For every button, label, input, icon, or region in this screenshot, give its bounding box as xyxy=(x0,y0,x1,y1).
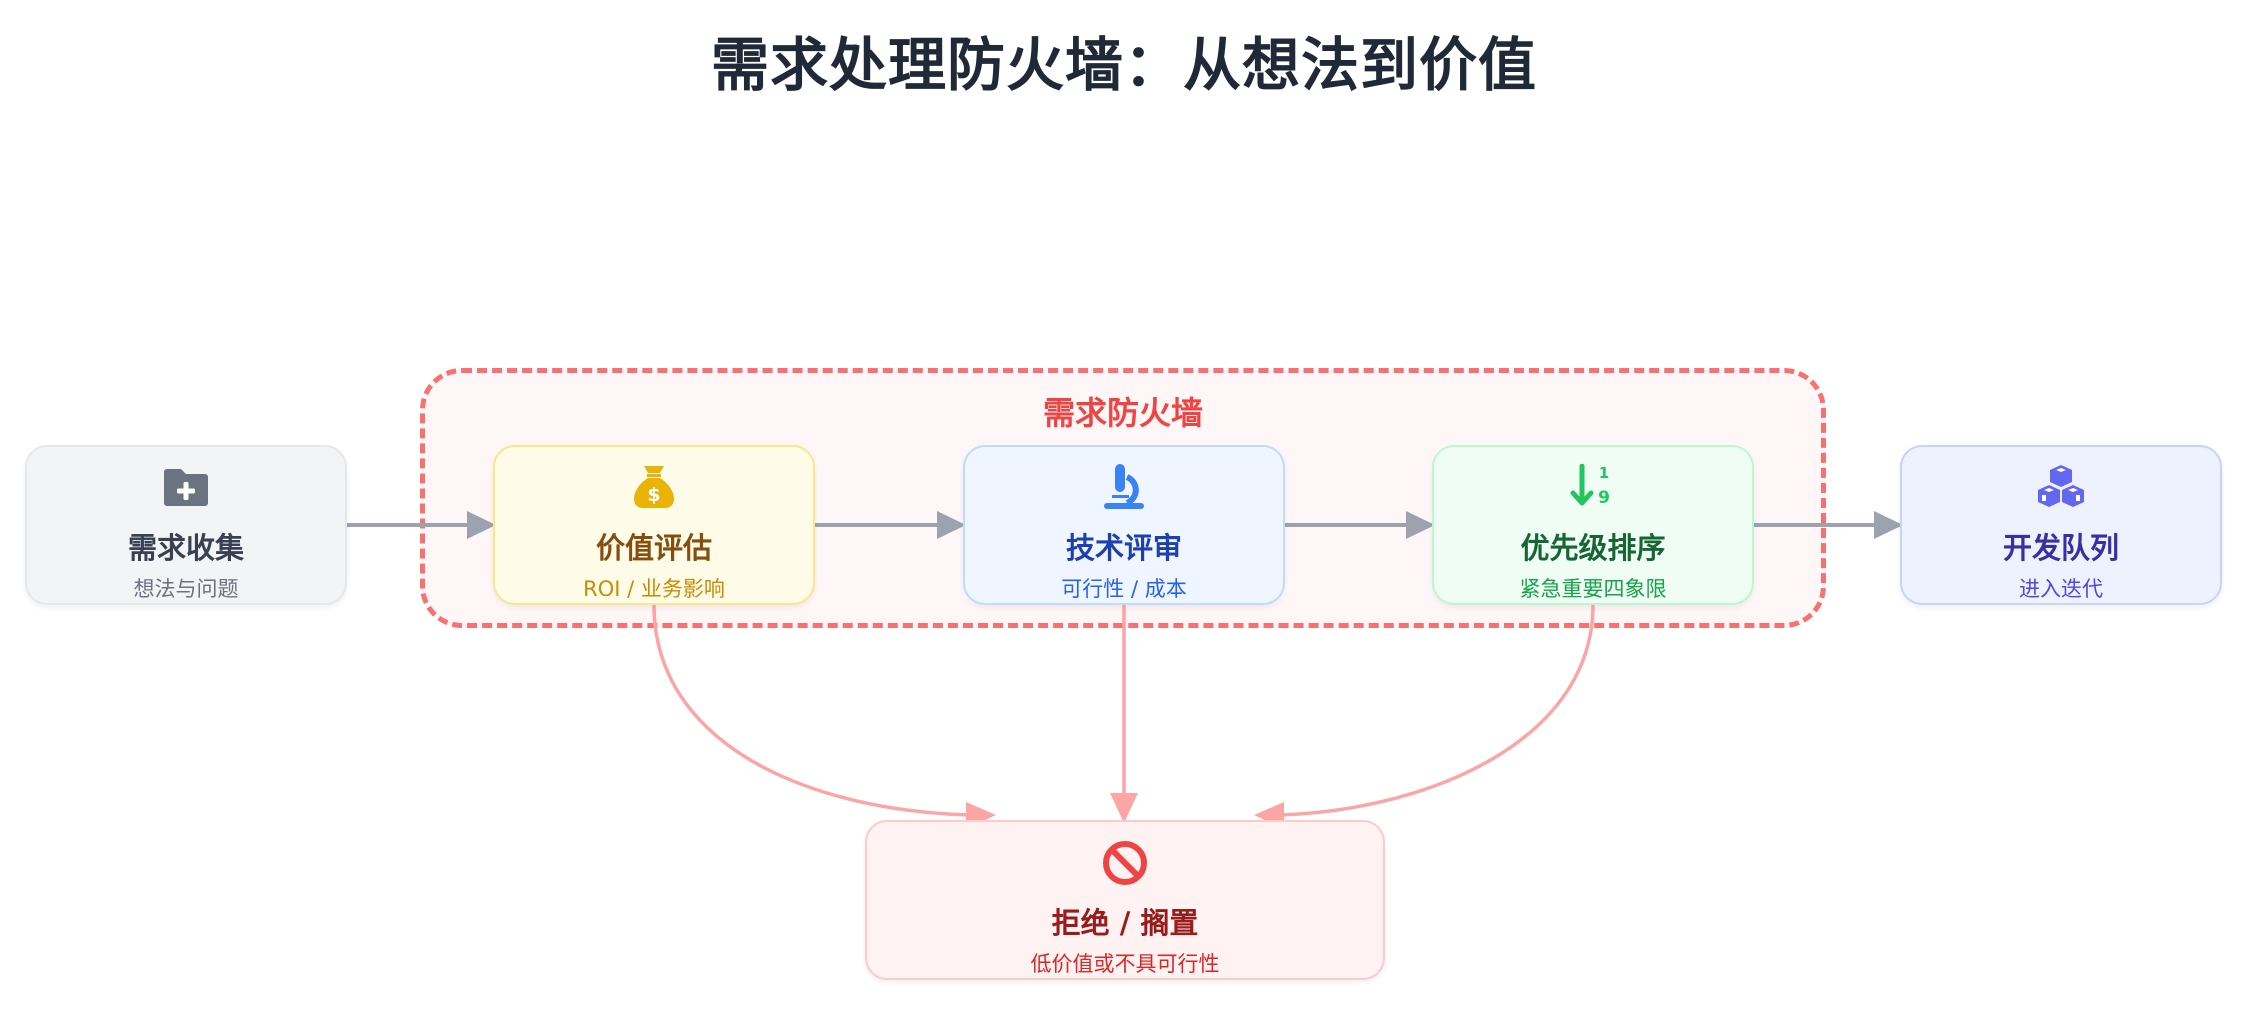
edge-value-reject xyxy=(652,604,971,817)
node-collect-name: 需求收集 xyxy=(127,531,244,565)
edge-tech-priority-arrowhead xyxy=(1406,511,1435,539)
node-value[interactable]: $ 价值评估 ROI / 业务影响 xyxy=(493,445,815,605)
node-collect[interactable]: 需求收集 想法与问题 xyxy=(25,445,347,605)
edge-collect-value-arrowhead xyxy=(467,511,496,539)
edge-priority-reject xyxy=(1279,604,1595,817)
node-dev-subtitle: 进入迭代 xyxy=(2019,577,2103,601)
microscope-icon xyxy=(1096,461,1152,513)
diagram-title: 需求处理防火墙：从想法到价值 xyxy=(710,31,1537,99)
edge-tech-reject-arrowhead xyxy=(1110,793,1138,823)
ban-icon xyxy=(1097,836,1153,890)
node-priority[interactable]: 1 9 优先级排序 紧急重要四象限 xyxy=(1432,445,1754,605)
firewall-label: 需求防火墙 xyxy=(1042,394,1203,432)
node-priority-name: 优先级排序 xyxy=(1520,531,1666,565)
sort-numeric-down-icon: 1 9 xyxy=(1565,461,1621,513)
node-tech-subtitle: 可行性 / 成本 xyxy=(1061,577,1187,601)
node-value-name: 价值评估 xyxy=(595,531,712,565)
folder-plus-icon xyxy=(158,461,214,513)
svg-text:$: $ xyxy=(647,484,660,506)
node-reject-subtitle: 低价值或不具可行性 xyxy=(1030,952,1220,976)
edge-priority-dev-arrowhead xyxy=(1874,511,1903,539)
money-bag-icon: $ xyxy=(626,461,682,513)
node-reject-name: 拒绝 / 搁置 xyxy=(1051,906,1199,940)
node-collect-subtitle: 想法与问题 xyxy=(133,577,239,601)
cubes-icon xyxy=(2033,461,2089,513)
node-value-subtitle: ROI / 业务影响 xyxy=(583,577,725,601)
node-tech-name: 技术评审 xyxy=(1065,531,1182,565)
node-priority-subtitle: 紧急重要四象限 xyxy=(1519,577,1667,601)
node-dev-name: 开发队列 xyxy=(2002,531,2119,565)
svg-text:1: 1 xyxy=(1599,464,1609,482)
node-dev[interactable]: 开发队列 进入迭代 xyxy=(1900,445,2222,605)
node-tech[interactable]: 技术评审 可行性 / 成本 xyxy=(963,445,1285,605)
svg-text:9: 9 xyxy=(1598,488,1610,508)
node-reject[interactable]: 拒绝 / 搁置 低价值或不具可行性 xyxy=(865,820,1385,980)
edge-value-tech-arrowhead xyxy=(937,511,966,539)
